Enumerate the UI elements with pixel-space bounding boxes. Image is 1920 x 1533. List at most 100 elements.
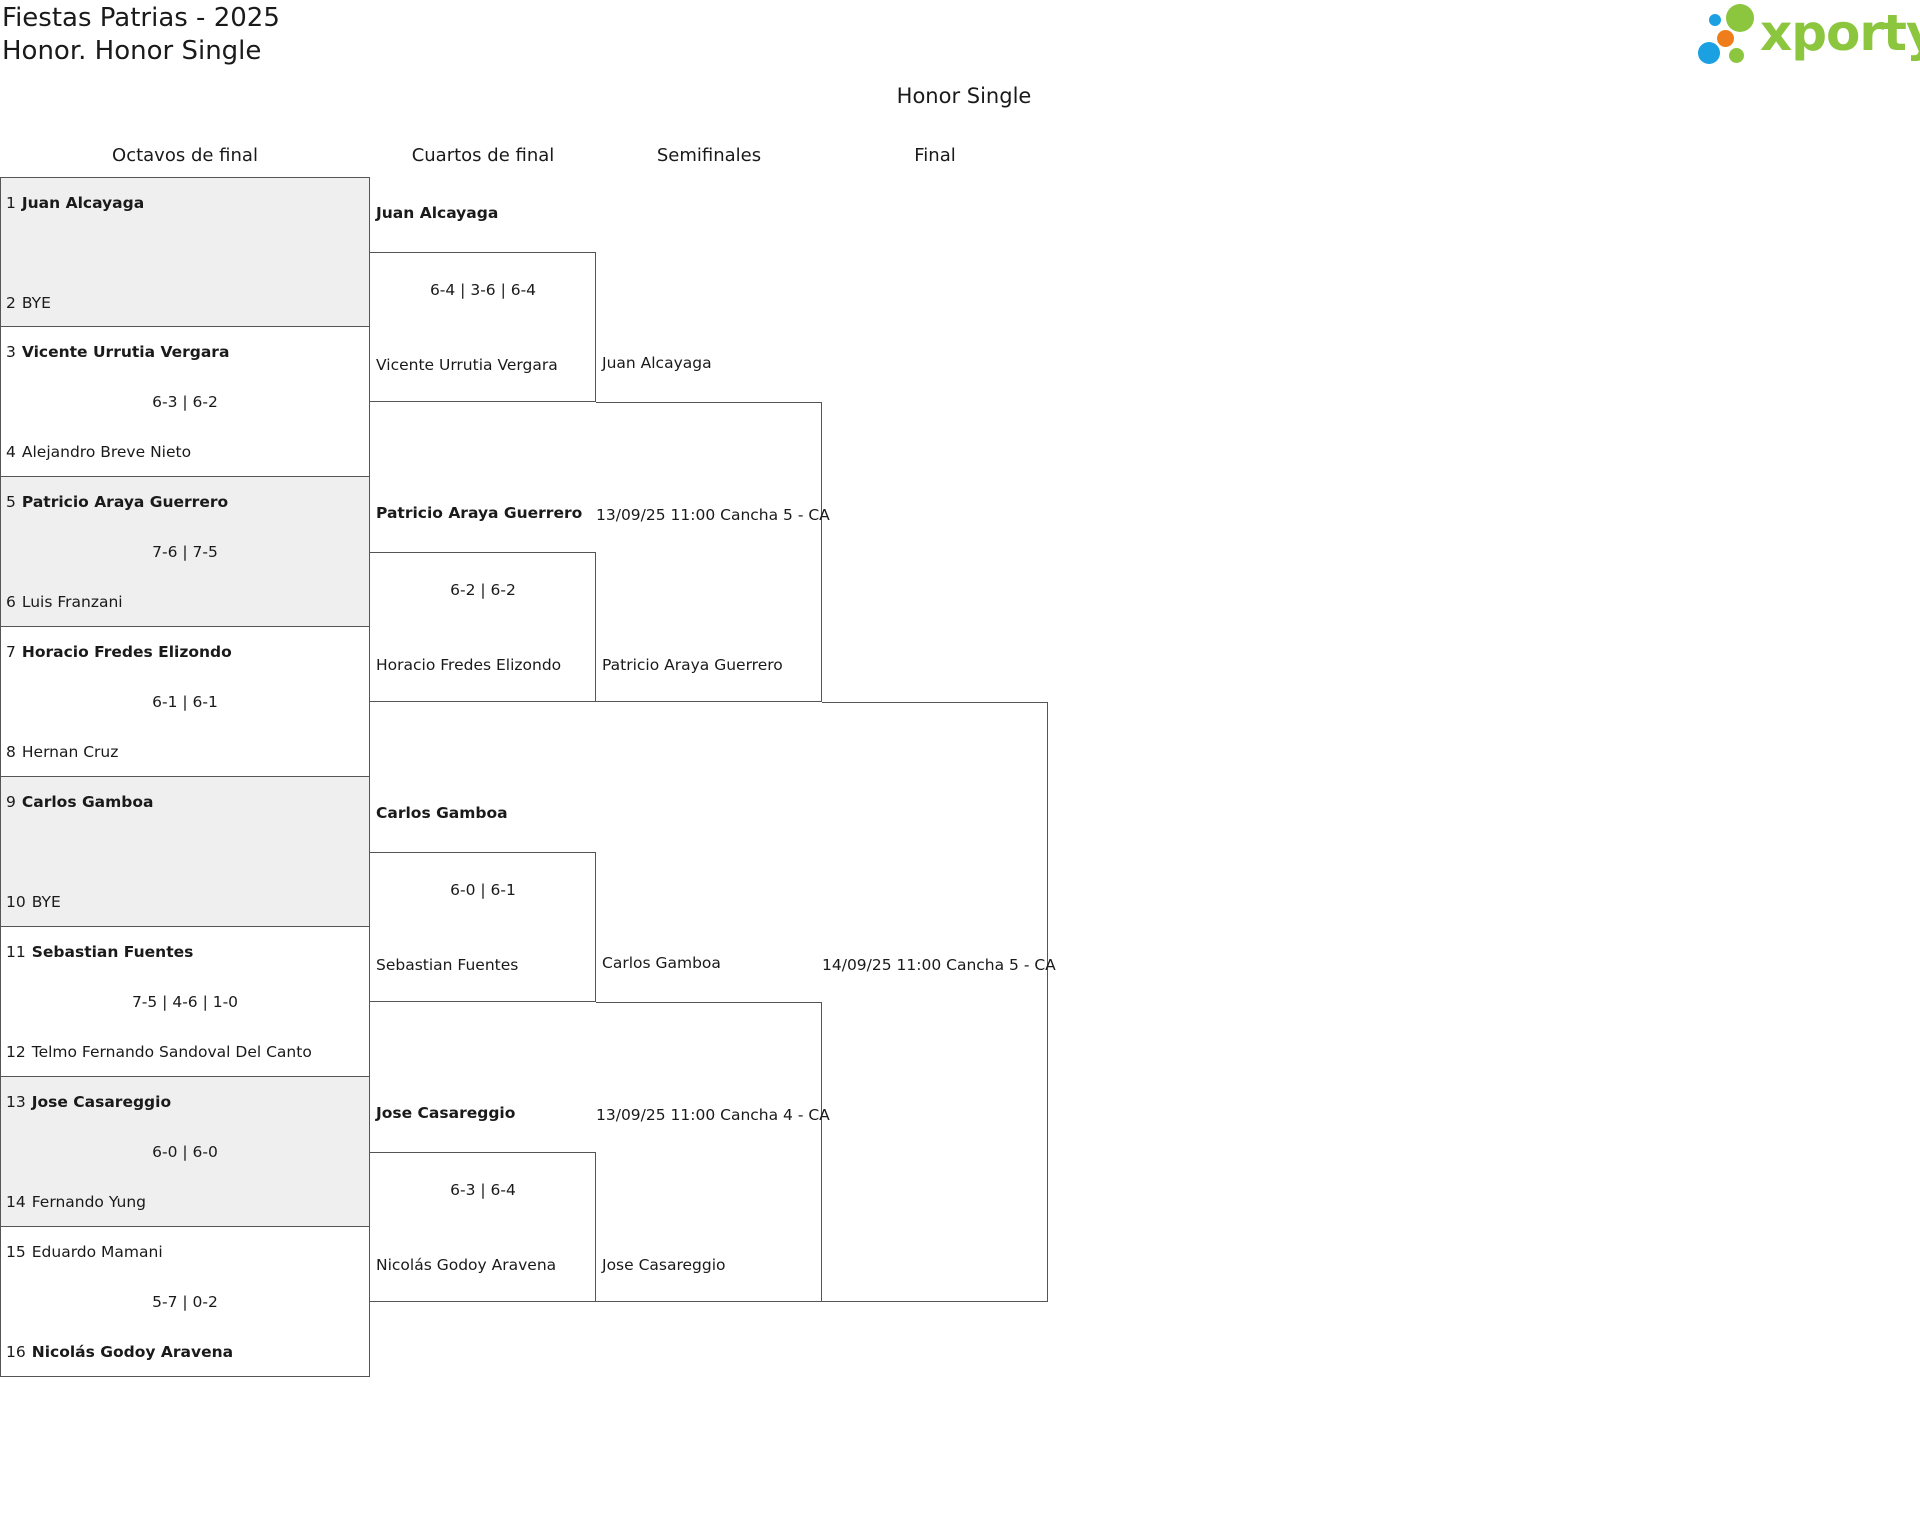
bracket-qf-4: [370, 1152, 596, 1302]
player-entry: 1 Juan Alcayaga: [6, 194, 144, 212]
player-entry: 2 BYE: [6, 294, 51, 312]
seed-number: 2: [6, 294, 16, 312]
match-box-r16-3: 5 Patricio Araya Guerrero 6 Luis Franzani 7-…: [0, 477, 370, 627]
round-label-semifinales: Semifinales: [656, 145, 762, 166]
player-name: Eduardo Mamani: [31, 1243, 163, 1261]
draw-title: Honor Single: [896, 84, 1032, 108]
round-label-cuartos: Cuartos de final: [411, 145, 555, 166]
bracket-sf-2: [596, 1002, 822, 1302]
bracket-qf-3: [370, 852, 596, 1002]
match-score: 7-5 | 4-6 | 1-0: [131, 993, 239, 1011]
seed-number: 8: [6, 743, 16, 761]
logo-dot-green-big: [1726, 4, 1754, 32]
player-name: Horacio Fredes Elizondo: [21, 643, 232, 661]
bracket-qf-1: [370, 252, 596, 402]
player-entry: 9 Carlos Gamboa: [6, 793, 153, 811]
seed-number: 6: [6, 593, 16, 611]
player-entry: 8 Hernan Cruz: [6, 743, 118, 761]
seed-number: 4: [6, 443, 16, 461]
player-name: Patricio Araya Guerrero: [602, 656, 783, 674]
player-name: BYE: [31, 893, 61, 911]
match-box-r16-2: 3 Vicente Urrutia Vergara 4 Alejandro Breve…: [0, 327, 370, 477]
player-name: Carlos Gamboa: [602, 954, 721, 972]
category-title: Honor. Honor Single: [2, 36, 262, 66]
seed-number: 1: [6, 194, 16, 212]
player-entry: 14 Fernando Yung: [6, 1193, 146, 1211]
player-name: Carlos Gamboa: [21, 793, 154, 811]
player-entry: 10 BYE: [6, 893, 61, 911]
match-score: 6-0 | 6-1: [450, 881, 516, 899]
match-score: 7-6 | 7-5: [152, 543, 218, 561]
player-name: Juan Alcayaga: [21, 194, 145, 212]
player-name: Carlos Gamboa: [376, 804, 508, 822]
player-name: BYE: [21, 294, 51, 312]
bracket-qf-2: [370, 552, 596, 702]
player-entry: 7 Horacio Fredes Elizondo: [6, 643, 232, 661]
player-name: Sebastian Fuentes: [31, 943, 194, 961]
player-name: Jose Casareggio: [31, 1093, 172, 1111]
bracket-sf-1: [596, 402, 822, 702]
logo-wordmark: xporty: [1760, 4, 1920, 62]
player-entry: 12 Telmo Fernando Sandoval Del Canto: [6, 1043, 312, 1061]
match-box-r16-4: 7 Horacio Fredes Elizondo 8 Hernan Cruz 6-1 …: [0, 627, 370, 777]
player-entry: 15 Eduardo Mamani: [6, 1243, 163, 1261]
seed-number: 12: [6, 1043, 26, 1061]
seed-number: 13: [6, 1093, 26, 1111]
player-name: Hernan Cruz: [21, 743, 119, 761]
player-name: Horacio Fredes Elizondo: [376, 656, 562, 674]
player-name: Vicente Urrutia Vergara: [376, 356, 558, 374]
xporty-logo: xporty: [1698, 4, 1920, 68]
player-name: Juan Alcayaga: [602, 354, 712, 372]
seed-number: 16: [6, 1343, 26, 1361]
player-entry: 3 Vicente Urrutia Vergara: [6, 343, 229, 361]
player-name: Juan Alcayaga: [376, 204, 499, 222]
match-score: 5-7 | 0-2: [152, 1293, 218, 1311]
player-entry: 5 Patricio Araya Guerrero: [6, 493, 228, 511]
match-box-r16-6: 11 Sebastian Fuentes 12 Telmo Fernando Sand…: [0, 927, 370, 1077]
seed-number: 5: [6, 493, 16, 511]
match-score: 6-1 | 6-1: [152, 693, 218, 711]
player-entry: 16 Nicolás Godoy Aravena: [6, 1343, 233, 1361]
player-name: Alejandro Breve Nieto: [21, 443, 192, 461]
player-name: Sebastian Fuentes: [376, 956, 519, 974]
logo-dot-blue-top: [1709, 14, 1721, 26]
player-name: Patricio Araya Guerrero: [376, 504, 583, 522]
match-schedule: 13/09/25 11:00 Cancha 5 - CA: [596, 506, 830, 524]
match-box-r16-5: 9 Carlos Gamboa 10 BYE: [0, 777, 370, 927]
player-name: Fernando Yung: [31, 1193, 147, 1211]
round-label-final: Final: [914, 145, 956, 166]
seed-number: 10: [6, 893, 26, 911]
seed-number: 3: [6, 343, 16, 361]
seed-number: 9: [6, 793, 16, 811]
logo-dot-green-small: [1729, 48, 1744, 63]
player-name: Patricio Araya Guerrero: [21, 493, 229, 511]
match-score: 6-3 | 6-2: [152, 393, 218, 411]
logo-dot-orange: [1717, 30, 1734, 47]
player-name: Telmo Fernando Sandoval Del Canto: [31, 1043, 312, 1061]
match-score: 6-4 | 3-6 | 6-4: [429, 281, 537, 299]
player-entry: 11 Sebastian Fuentes: [6, 943, 193, 961]
seed-number: 7: [6, 643, 16, 661]
seed-number: 15: [6, 1243, 26, 1261]
logo-dot-blue-big: [1698, 42, 1720, 64]
seed-number: 11: [6, 943, 26, 961]
seed-number: 14: [6, 1193, 26, 1211]
player-name: Luis Franzani: [21, 593, 123, 611]
match-score: 6-2 | 6-2: [450, 581, 516, 599]
match-box-r16-1: 1 Juan Alcayaga 2 BYE: [0, 177, 370, 327]
match-score: 6-0 | 6-0: [152, 1143, 218, 1161]
tournament-title: Fiestas Patrias - 2025: [2, 3, 280, 33]
match-schedule: 13/09/25 11:00 Cancha 4 - CA: [596, 1106, 830, 1124]
player-name: Jose Casareggio: [376, 1104, 516, 1122]
match-schedule: 14/09/25 11:00 Cancha 5 - CA: [822, 956, 1056, 974]
bracket-final: [822, 702, 1048, 1302]
player-name: Vicente Urrutia Vergara: [21, 343, 230, 361]
round-label-octavos: Octavos de final: [112, 145, 258, 166]
match-box-r16-8: 15 Eduardo Mamani 16 Nicolás Godoy Aravena 5…: [0, 1227, 370, 1377]
match-score: 6-3 | 6-4: [450, 1181, 516, 1199]
player-entry: 4 Alejandro Breve Nieto: [6, 443, 191, 461]
player-entry: 13 Jose Casareggio: [6, 1093, 171, 1111]
player-name: Nicolás Godoy Aravena: [376, 1256, 557, 1274]
player-name: Nicolás Godoy Aravena: [31, 1343, 234, 1361]
player-name: Jose Casareggio: [602, 1256, 726, 1274]
